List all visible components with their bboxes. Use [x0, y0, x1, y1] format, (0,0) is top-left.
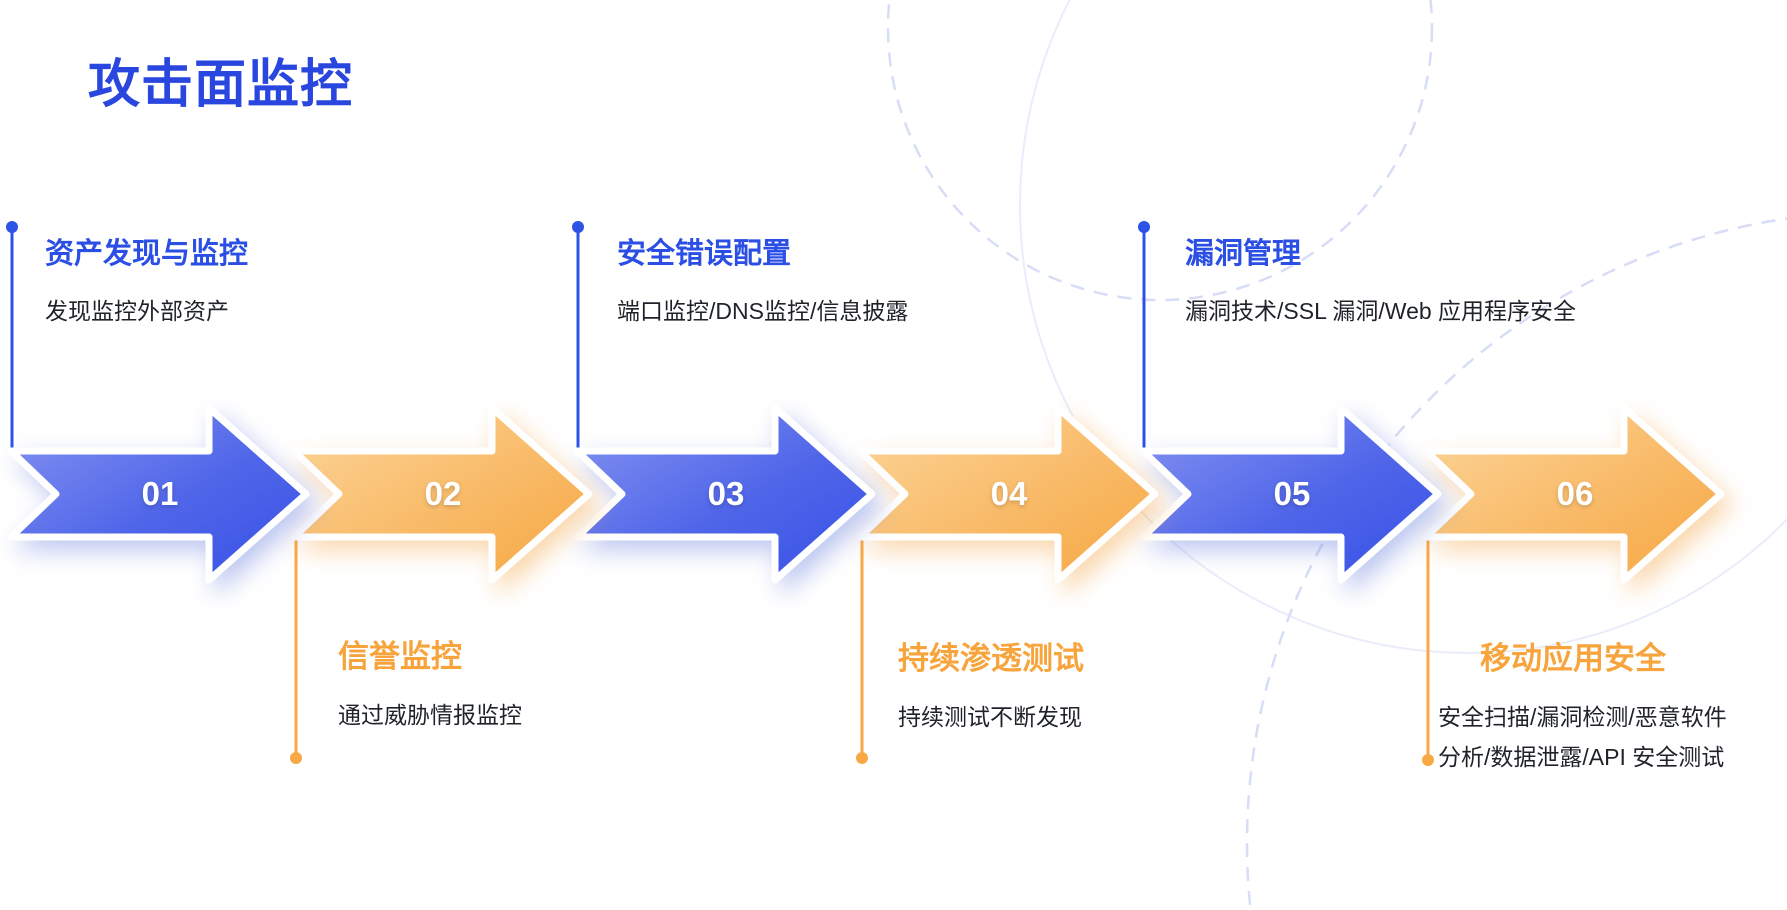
step-number-6: 06: [1556, 475, 1594, 512]
connector-dot-5: [1138, 221, 1150, 233]
step-arrow-5: [1139, 404, 1442, 584]
step-title-4: 持续渗透测试: [898, 641, 1084, 676]
step-arrow-1: [7, 404, 310, 584]
step-number-2: 02: [424, 475, 462, 512]
step-label-3: 安全错误配置 端口监控/DNS监控/信息披露: [617, 238, 908, 331]
step-number-4: 04: [990, 475, 1028, 512]
step-label-4: 持续渗透测试 持续测试不断发现: [898, 642, 1084, 737]
step-arrow-6: [1422, 404, 1725, 584]
step-title-3: 安全错误配置: [617, 238, 792, 270]
step-title-5: 漏洞管理: [1185, 238, 1302, 270]
step-description-6: 安全扫描/漏洞检测/恶意软件 分析/数据泄露/API 安全测试: [1438, 704, 1727, 770]
step-number-3: 03: [707, 475, 745, 512]
connector-dot-4: [856, 752, 868, 764]
step-label-6: 移动应用安全 安全扫描/漏洞检测/恶意软件 分析/数据泄露/API 安全测试: [1438, 642, 1727, 777]
step-number-1: 01: [141, 475, 179, 512]
step-arrow-4: [856, 404, 1159, 584]
step-description-1: 发现监控外部资产: [45, 298, 229, 324]
step-description-3: 端口监控/DNS监控/信息披露: [617, 298, 909, 324]
step-description-4: 持续测试不断发现: [898, 704, 1082, 730]
connector-dot-6: [1422, 754, 1434, 766]
step-label-2: 信誉监控 通过威胁情报监控: [338, 640, 522, 735]
step-label-1: 资产发现与监控 发现监控外部资产: [45, 238, 248, 331]
step-description-5: 漏洞技术/SSL 漏洞/Web 应用程序安全: [1185, 298, 1577, 324]
connector-dot-2: [290, 752, 302, 764]
page-title: 攻击面监控: [88, 56, 354, 114]
step-label-5: 漏洞管理 漏洞技术/SSL 漏洞/Web 应用程序安全: [1185, 238, 1576, 331]
step-arrow-2: [290, 404, 593, 584]
dashed-circle-top: [886, 0, 1434, 302]
step-title-2: 信誉监控: [338, 639, 462, 674]
step-title-6: 移动应用安全: [1480, 641, 1666, 676]
step-description-2: 通过威胁情报监控: [338, 702, 522, 728]
step-number-5: 05: [1273, 475, 1311, 512]
step-title-1: 资产发现与监控: [45, 238, 249, 270]
step-arrow-3: [573, 404, 876, 584]
connector-dot-1: [6, 221, 18, 233]
faint-circle: [1019, 0, 1787, 654]
connector-dot-3: [572, 221, 584, 233]
